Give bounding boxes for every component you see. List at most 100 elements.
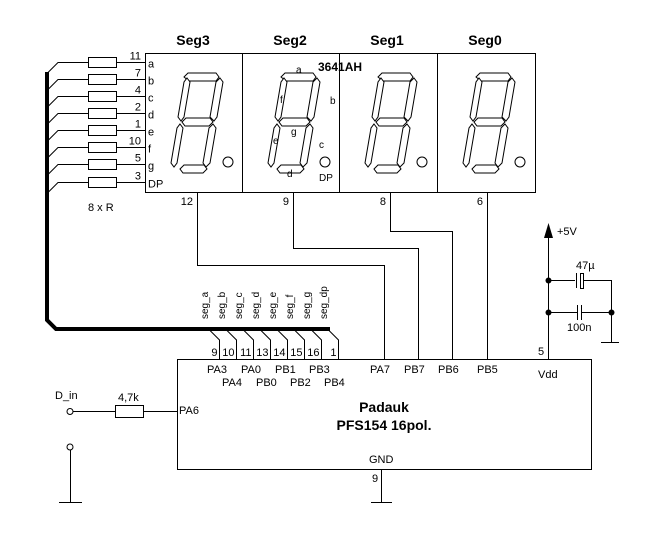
port-label: PB0 <box>256 377 277 389</box>
segment-c <box>494 123 509 168</box>
segment-line-dp: 3DP <box>46 171 163 194</box>
bus-tap <box>46 130 88 142</box>
display-pin-number: 10 <box>129 136 141 148</box>
decimal-point <box>319 156 331 168</box>
gnd-pin-number: 9 <box>372 473 378 485</box>
segment-resistor <box>88 74 117 85</box>
segment-g <box>278 117 311 127</box>
mcu-pin-number: 10 <box>222 347 234 359</box>
bus-entry <box>327 328 339 359</box>
mcu-pin-number: 14 <box>273 347 285 359</box>
supply-arrow-icon <box>544 223 553 238</box>
bus-net-label: seg_f <box>285 294 296 319</box>
input-resistor <box>115 405 144 418</box>
din-terminal[interactable] <box>66 408 74 415</box>
digit-label: Seg3 <box>176 32 210 48</box>
decimal-point <box>222 156 234 168</box>
segment-bus <box>45 72 330 331</box>
supply-label: +5V <box>557 226 578 238</box>
port-label: PA4 <box>222 377 242 389</box>
mcu-pin-number: 15 <box>290 347 302 359</box>
bus-tap <box>46 96 88 108</box>
segment-resistor <box>88 108 117 119</box>
segment-pin-label: b <box>148 76 154 88</box>
bus-net-label: seg_e <box>268 291 279 319</box>
segment-a <box>377 72 414 82</box>
segment-pin-label: f <box>148 144 152 156</box>
bus-entry <box>208 328 220 359</box>
segment-a <box>475 72 512 82</box>
segment-letter-b: b <box>330 96 336 107</box>
display-pin-number: 2 <box>135 102 141 114</box>
display-pin-number: 11 <box>130 51 141 63</box>
junction-dot <box>608 309 615 316</box>
bus-net-label: seg_d <box>251 292 262 319</box>
segment-letter-dp: DP <box>319 173 333 184</box>
digit-common-pin: 8 <box>380 196 386 208</box>
bus-entry <box>310 328 322 359</box>
segment-pin-label: DP <box>148 179 163 191</box>
display-pin-number: 1 <box>135 119 141 131</box>
digit-seg3 <box>170 72 234 174</box>
bus-net-label: seg_dp <box>319 286 330 319</box>
port-label: PB5 <box>477 364 498 376</box>
segment-e <box>462 123 476 168</box>
segment-pin-label: g <box>148 161 154 173</box>
bus-net-label: seg_a <box>200 291 211 319</box>
port-label: PA7 <box>370 364 390 376</box>
segment-g <box>375 117 408 127</box>
bus-entry <box>276 328 288 359</box>
segment-f <box>274 77 288 122</box>
display-pin-number: 4 <box>135 85 141 97</box>
segment-pin-label: c <box>148 93 154 105</box>
power-section: +5V 47µ 100n <box>544 223 619 359</box>
segment-e <box>170 123 184 168</box>
segment-letter-c: c <box>319 140 324 151</box>
segment-e <box>267 123 281 168</box>
mcu-pin-number: 1 <box>330 347 336 359</box>
segment-f <box>469 77 483 122</box>
port-label: PA3 <box>207 364 227 376</box>
digit-common-wires <box>197 192 488 359</box>
vdd-pin-number: 5 <box>538 346 544 358</box>
segment-g <box>473 117 506 127</box>
bus-tap <box>46 182 88 194</box>
segment-letter-e: e <box>273 136 279 147</box>
segment-d <box>471 164 500 174</box>
segment-line-e: 1e <box>46 119 154 142</box>
digit-seg2 <box>267 72 331 174</box>
segment-d <box>276 164 305 174</box>
digit-common-pin: 9 <box>283 196 289 208</box>
input-section: D_in 4,7k <box>55 390 177 503</box>
bus-tap <box>46 79 88 91</box>
segment-pin-label: e <box>148 127 154 139</box>
segment-resistor <box>88 177 117 188</box>
digit-label: Seg2 <box>273 32 307 48</box>
mcu-pin-number: 11 <box>240 347 251 359</box>
digit-label: Seg1 <box>370 32 404 48</box>
decimal-point <box>416 156 428 168</box>
digit-seg1 <box>364 72 428 174</box>
segment-c <box>299 123 314 168</box>
gnd-terminal[interactable] <box>66 443 74 451</box>
wire-seg2-pb7 <box>293 192 419 359</box>
segment-resistor <box>88 142 117 153</box>
decimal-point <box>514 156 526 168</box>
segment-pin-label: d <box>148 110 154 122</box>
display-outline <box>145 53 536 193</box>
port-label: PB7 <box>404 364 425 376</box>
segment-line-c: 4c <box>46 85 154 108</box>
mcu-name: Padauk <box>359 399 409 415</box>
display-pin-number: 3 <box>135 171 141 183</box>
bus-net-label: seg_c <box>234 292 245 319</box>
ceramic-cap-label: 100n <box>567 322 591 334</box>
port-label: PB4 <box>324 377 345 389</box>
port-label: PB1 <box>275 364 296 376</box>
segment-line-d: 2d <box>46 102 154 125</box>
mcu-pin-number: 9 <box>211 347 217 359</box>
bus-entry <box>242 328 254 359</box>
display-part-number: 3641AH <box>318 60 362 74</box>
input-resistor-label: 4,7k <box>118 392 139 404</box>
